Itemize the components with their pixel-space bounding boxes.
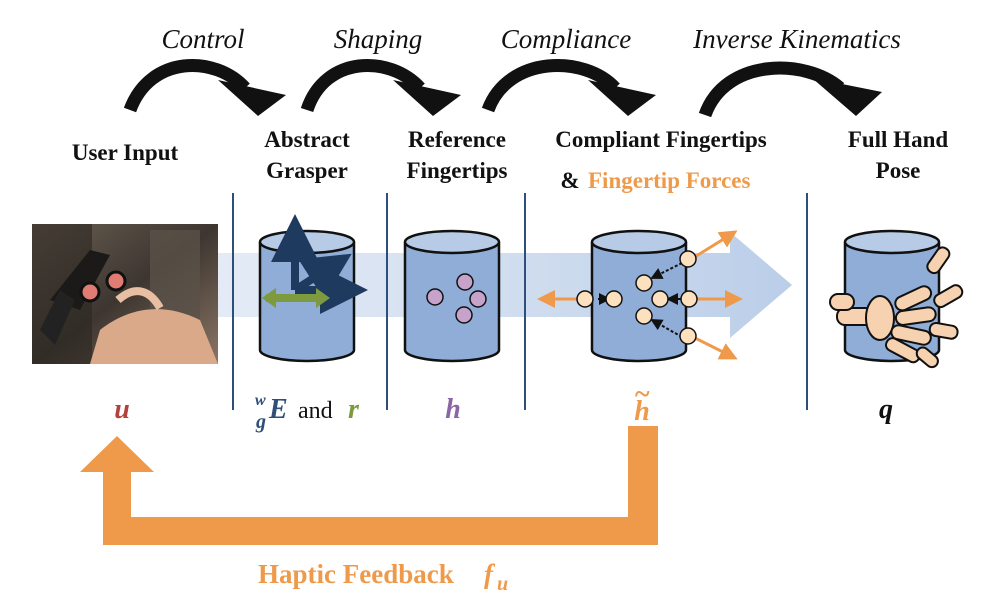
symbol-grasper-sup: w — [255, 392, 266, 409]
stage-label-grasper: Grasper — [266, 158, 348, 183]
symbol-r: r — [348, 394, 360, 425]
transition-label-control: Control — [161, 24, 244, 54]
grasper-width-arrow — [262, 288, 330, 308]
stage-label-user-input: User Input — [72, 140, 179, 165]
symbol-h-tilde: h — [634, 396, 650, 427]
compliant-fingertip-points — [576, 250, 698, 345]
transition-arrow-shaping — [300, 59, 461, 116]
stage-label-full-hand: Full Hand — [848, 127, 949, 152]
stage-label-fingertip-forces: Fingertip Forces — [588, 168, 750, 193]
symbol-grasper-E: E — [268, 394, 288, 425]
stage-label-fingertips: Fingertips — [407, 158, 508, 183]
user-input-photo — [32, 224, 218, 364]
transition-label-compliance: Compliance — [501, 24, 631, 54]
cylinder-reference-fingertips — [403, 229, 501, 363]
symbol-grasper-and: and — [298, 398, 333, 424]
stage-label-ampersand: & — [560, 168, 579, 193]
fingertip-force-arrows — [537, 230, 743, 360]
haptic-feedback-subscript: u — [497, 573, 508, 595]
transition-arrow-control — [123, 59, 286, 116]
stage-label-compliant-fingertips: Compliant Fingertips — [555, 127, 767, 152]
symbol-grasper-sub: g — [255, 411, 266, 433]
stage-label-reference: Reference — [408, 127, 506, 152]
grasper-frame-axes — [271, 214, 368, 314]
symbol-u: u — [114, 394, 130, 425]
transition-label-inverse-kinematics: Inverse Kinematics — [692, 24, 901, 54]
haptic-feedback-symbol: f — [484, 559, 496, 589]
transition-label-shaping: Shaping — [334, 24, 423, 54]
symbol-h-tilde-mark: ~ — [634, 379, 650, 410]
symbol-q: q — [879, 394, 893, 425]
haptic-feedback-label: Haptic Feedback — [258, 559, 454, 589]
transition-arrow-inverse-kinematics — [698, 61, 882, 118]
stage-label-pose: Pose — [876, 158, 921, 183]
transition-arrow-compliance — [481, 58, 656, 116]
haptic-feedback-arrow — [80, 426, 658, 545]
reference-fingertip-points — [426, 273, 487, 324]
stage-label-abstract: Abstract — [264, 127, 350, 152]
robot-hand-model — [829, 246, 964, 369]
symbol-h: h — [445, 394, 461, 425]
